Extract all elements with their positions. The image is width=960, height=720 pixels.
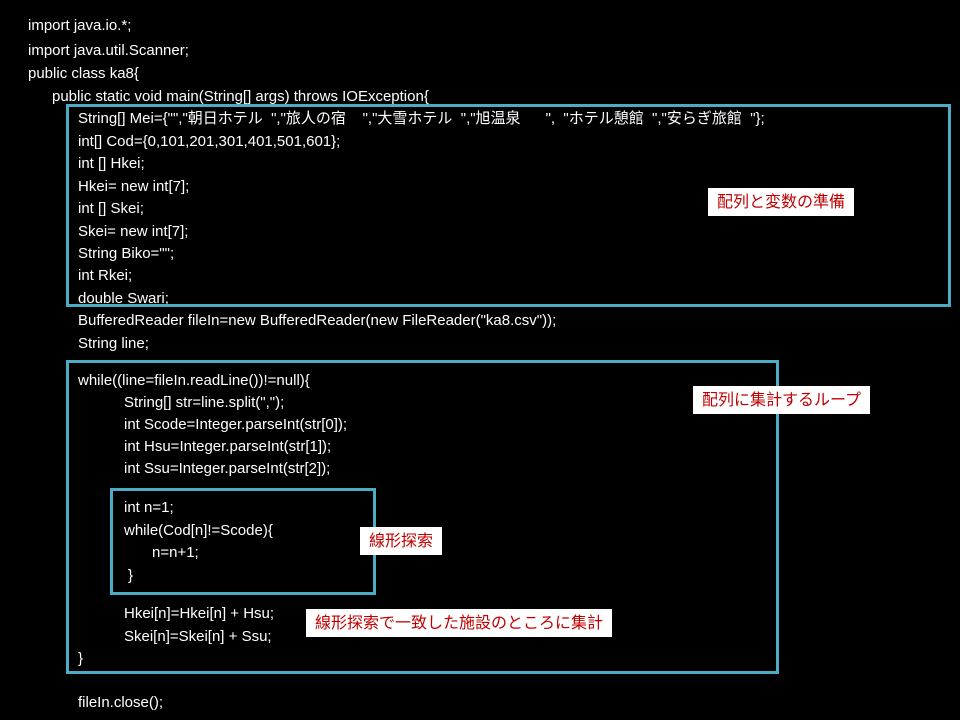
code-line-parse-hsu: int Hsu=Integer.parseInt(str[1]); <box>124 438 332 455</box>
code-line-skei-sum: Skei[n]=Skei[n] + Ssu; <box>124 628 272 645</box>
code-line-line-decl: String line; <box>78 335 149 352</box>
code-line-search-close: } <box>128 567 134 584</box>
callout-search-and-sum: 線形探索で一致した施設のところに集計 <box>306 609 613 637</box>
code-line-biko-decl: String Biko=""; <box>78 245 175 262</box>
code-line-import-io: import java.io.*; <box>28 17 132 34</box>
code-line-skei-init: Skei= new int[7]; <box>78 223 189 240</box>
callout-arrays-setup: 配列と変数の準備 <box>708 188 855 216</box>
aggregation-loop-box <box>66 360 779 674</box>
code-line-hkei-sum: Hkei[n]=Hkei[n] + Hsu; <box>124 605 275 622</box>
callout-linear-search: 線形探索 <box>360 527 443 555</box>
callout-aggregation-loop: 配列に集計するループ <box>693 386 871 414</box>
code-line-skei-decl: int [] Skei; <box>78 200 144 217</box>
code-line-import-scanner: import java.util.Scanner; <box>28 42 189 59</box>
code-line-mei-array: String[] Mei={"","朝日ホテル ","旅人の宿 ","大雪ホテル… <box>78 110 765 127</box>
code-line-class-decl: public class ka8{ <box>28 65 139 82</box>
code-line-loop-close: } <box>78 650 84 667</box>
code-line-cod-array: int[] Cod={0,101,201,301,401,501,601}; <box>78 133 341 150</box>
code-line-hkei-decl: int [] Hkei; <box>78 155 145 172</box>
code-line-rkei-decl: int Rkei; <box>78 267 133 284</box>
code-line-split: String[] str=line.split(","); <box>124 394 285 411</box>
code-line-parse-scode: int Scode=Integer.parseInt(str[0]); <box>124 416 348 433</box>
code-line-swari-decl: double Swari; <box>78 290 169 307</box>
arrays-setup-box <box>66 104 951 307</box>
linear-search-box <box>110 488 376 595</box>
code-line-hkei-init: Hkei= new int[7]; <box>78 178 190 195</box>
code-line-while-search: while(Cod[n]!=Scode){ <box>124 522 273 539</box>
code-line-file-close: fileIn.close(); <box>78 694 164 711</box>
code-line-n-init: int n=1; <box>124 499 174 516</box>
code-line-n-increment: n=n+1; <box>152 544 199 561</box>
code-line-reader-decl: BufferedReader fileIn=new BufferedReader… <box>78 312 557 329</box>
code-line-parse-ssu: int Ssu=Integer.parseInt(str[2]); <box>124 460 331 477</box>
code-line-while-readline: while((line=fileIn.readLine())!=null){ <box>78 372 310 389</box>
code-line-main-decl: public static void main(String[] args) t… <box>52 88 429 105</box>
